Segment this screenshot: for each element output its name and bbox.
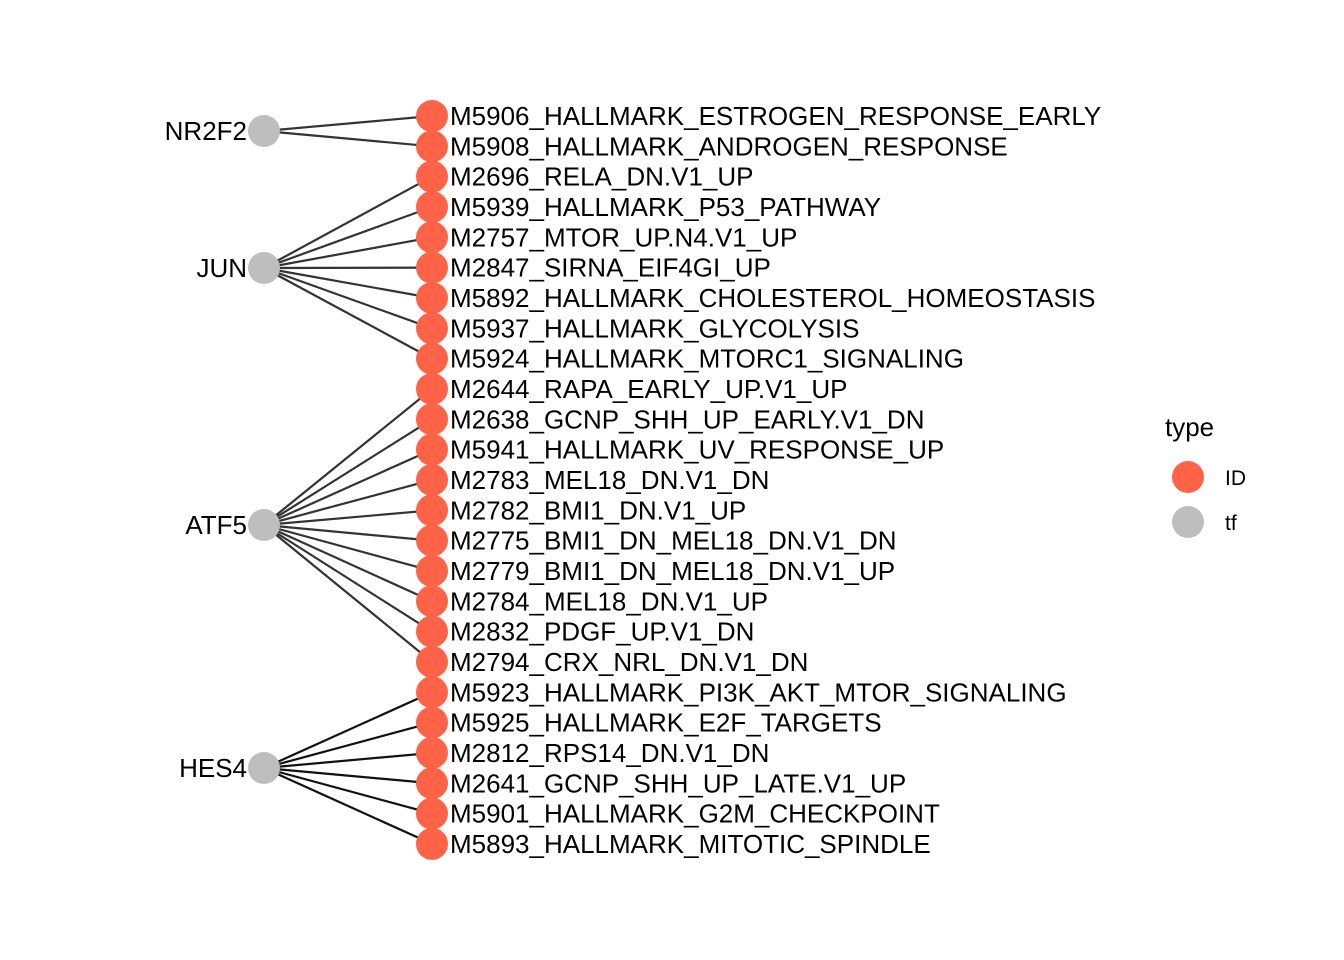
edge-jun (263, 266, 433, 330)
gene-set-label: M5937_HALLMARK_GLYCOLYSIS (450, 313, 859, 343)
gene-set-node[interactable] (416, 706, 448, 739)
gene-set-node[interactable] (416, 312, 448, 345)
edge-atf5 (263, 524, 433, 663)
legend-title: type (1165, 412, 1214, 442)
gene-set-label: M5941_HALLMARK_UV_RESPONSE_UP (450, 435, 944, 465)
gene-set-node[interactable] (416, 767, 448, 800)
edge-jun (263, 266, 433, 300)
gene-set-label: M2644_RAPA_EARLY_UP.V1_UP (450, 374, 847, 404)
edge-nr2f2 (263, 114, 433, 133)
edge-atf5 (263, 523, 433, 542)
tf-node-atf5[interactable] (248, 509, 280, 541)
edge-atf5 (263, 524, 433, 633)
gene-set-label: M2775_BMI1_DN_MEL18_DN.V1_DN (450, 526, 897, 556)
gene-set-node[interactable] (416, 342, 448, 375)
gene-set-node[interactable] (416, 190, 448, 223)
gene-set-label: M5906_HALLMARK_ESTROGEN_RESPONSE_EARLY (450, 101, 1101, 131)
gene-set-label: M2779_BMI1_DN_MEL18_DN.V1_UP (450, 556, 895, 586)
edge-hes4 (263, 766, 433, 815)
gene-set-nodes (416, 100, 448, 860)
gene-set-node[interactable] (416, 251, 448, 284)
edge-jun (263, 205, 433, 270)
gene-set-node[interactable] (416, 100, 448, 132)
edge-hes4 (263, 721, 433, 770)
gene-set-label: M5925_HALLMARK_E2F_TARGETS (450, 708, 882, 738)
gene-set-node[interactable] (416, 494, 448, 527)
gene-set-node[interactable] (416, 281, 448, 314)
gene-set-node[interactable] (416, 160, 448, 193)
edges (263, 114, 433, 845)
edge-jun (263, 267, 433, 360)
edge-nr2f2 (263, 129, 433, 148)
gene-set-label: M2783_MEL18_DN.V1_DN (450, 465, 769, 495)
edge-hes4 (263, 751, 433, 770)
edge-atf5 (263, 448, 433, 527)
gene-set-label: M5923_HALLMARK_PI3K_AKT_MTOR_SIGNALING (450, 677, 1067, 707)
edge-hes4 (263, 691, 433, 770)
gene-set-label: M5893_HALLMARK_MITOTIC_SPINDLE (450, 829, 931, 859)
edge-hes4 (263, 766, 433, 845)
edge-atf5 (263, 478, 433, 527)
gene-set-node[interactable] (416, 524, 448, 557)
gene-set-node[interactable] (416, 463, 448, 496)
gene-set-node[interactable] (416, 372, 448, 405)
tf-label: JUN (196, 253, 247, 283)
gene-set-label: M2638_GCNP_SHH_UP_EARLY.V1_DN (450, 404, 925, 434)
gene-set-label: M2812_RPS14_DN.V1_DN (450, 738, 769, 768)
edge-hes4 (263, 766, 433, 785)
edge-atf5 (263, 509, 433, 527)
gene-set-label: M2832_PDGF_UP.V1_DN (450, 617, 754, 647)
gene-set-label: M2794_CRX_NRL_DN.V1_DN (450, 647, 808, 677)
tf-label: ATF5 (185, 510, 247, 540)
tf-label: HES4 (179, 753, 247, 783)
gene-set-labels: M5906_HALLMARK_ESTROGEN_RESPONSE_EARLYM5… (450, 101, 1101, 859)
legend: type ID tf (1165, 412, 1246, 538)
gene-set-label: M2784_MEL18_DN.V1_UP (450, 586, 768, 616)
gene-set-node[interactable] (416, 797, 448, 830)
edge-jun (263, 175, 433, 269)
gene-set-label: M2641_GCNP_SHH_UP_LATE.V1_UP (450, 768, 906, 798)
gene-set-label: M5939_HALLMARK_P53_PATHWAY (450, 192, 881, 222)
edge-atf5 (263, 523, 433, 603)
edge-atf5 (263, 388, 433, 526)
gene-set-label: M2757_MTOR_UP.N4.V1_UP (450, 222, 797, 252)
gene-set-label: M2696_RELA_DN.V1_UP (450, 162, 754, 192)
gene-set-node[interactable] (416, 221, 448, 254)
gene-set-label: M5901_HALLMARK_G2M_CHECKPOINT (450, 799, 940, 829)
legend-id-dot (1172, 461, 1204, 493)
legend-tf-dot (1172, 506, 1204, 538)
gene-set-node[interactable] (416, 645, 448, 678)
gene-set-node[interactable] (416, 827, 448, 860)
gene-set-node[interactable] (416, 736, 448, 769)
edge-atf5 (263, 418, 433, 526)
gene-set-label: M5892_HALLMARK_CHOLESTEROL_HOMEOSTASIS (450, 283, 1095, 313)
tf-node-nr2f2[interactable] (248, 115, 280, 147)
gene-set-label: M2782_BMI1_DN.V1_UP (450, 495, 746, 525)
tf-node-hes4[interactable] (248, 752, 280, 784)
edge-jun (263, 236, 433, 270)
gene-set-node[interactable] (416, 130, 448, 163)
tf-node-jun[interactable] (248, 252, 280, 284)
gene-set-label: M2847_SIRNA_EIF4GI_UP (450, 253, 771, 283)
gene-set-label: M5924_HALLMARK_MTORC1_SIGNALING (450, 344, 964, 374)
legend-tf-label: tf (1225, 512, 1237, 535)
gene-set-node[interactable] (416, 403, 448, 436)
tf-label: NR2F2 (165, 116, 247, 146)
gene-set-node[interactable] (416, 585, 448, 618)
edge-atf5 (263, 523, 433, 573)
gene-set-node[interactable] (416, 615, 448, 648)
legend-id-label: ID (1225, 467, 1246, 490)
gene-set-label: M5908_HALLMARK_ANDROGEN_RESPONSE (450, 131, 1008, 161)
gene-set-node[interactable] (416, 676, 448, 709)
gene-set-node[interactable] (416, 433, 448, 466)
gene-set-node[interactable] (416, 554, 448, 587)
